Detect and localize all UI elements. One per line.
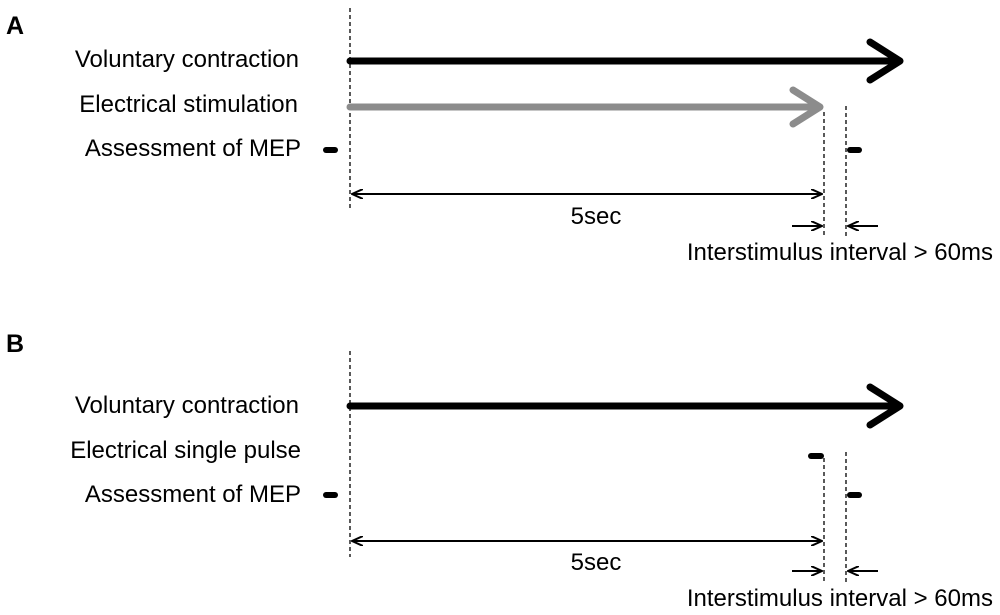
duration-label: 5sec xyxy=(571,203,622,230)
voluntary-contraction-arrow xyxy=(346,38,904,84)
assessment-of-mep-label: Assessment of MEP xyxy=(85,135,301,162)
voluntary-contraction-label: Voluntary contraction xyxy=(75,392,299,419)
electrical-stimulation-arrow xyxy=(346,86,824,128)
electrical-stimulation-label: Electrical stimulation xyxy=(79,91,298,118)
assessment-of-mep-label: Assessment of MEP xyxy=(85,481,301,508)
interstimulus-interval-label: Interstimulus interval > 60ms xyxy=(687,239,993,266)
electrical-single-pulse-label: Electrical single pulse xyxy=(70,437,301,464)
panel-letter-a: A xyxy=(6,12,24,40)
panel-letter-b: B xyxy=(6,330,24,358)
voluntary-contraction-arrow xyxy=(346,383,904,429)
duration-label: 5sec xyxy=(571,549,622,576)
panel-a: A Voluntary contraction Electrical stimu… xyxy=(6,8,993,266)
voluntary-contraction-label: Voluntary contraction xyxy=(75,46,299,73)
interstimulus-interval-label: Interstimulus interval > 60ms xyxy=(687,585,993,612)
panel-b: B Voluntary contraction Electrical singl… xyxy=(6,330,993,612)
